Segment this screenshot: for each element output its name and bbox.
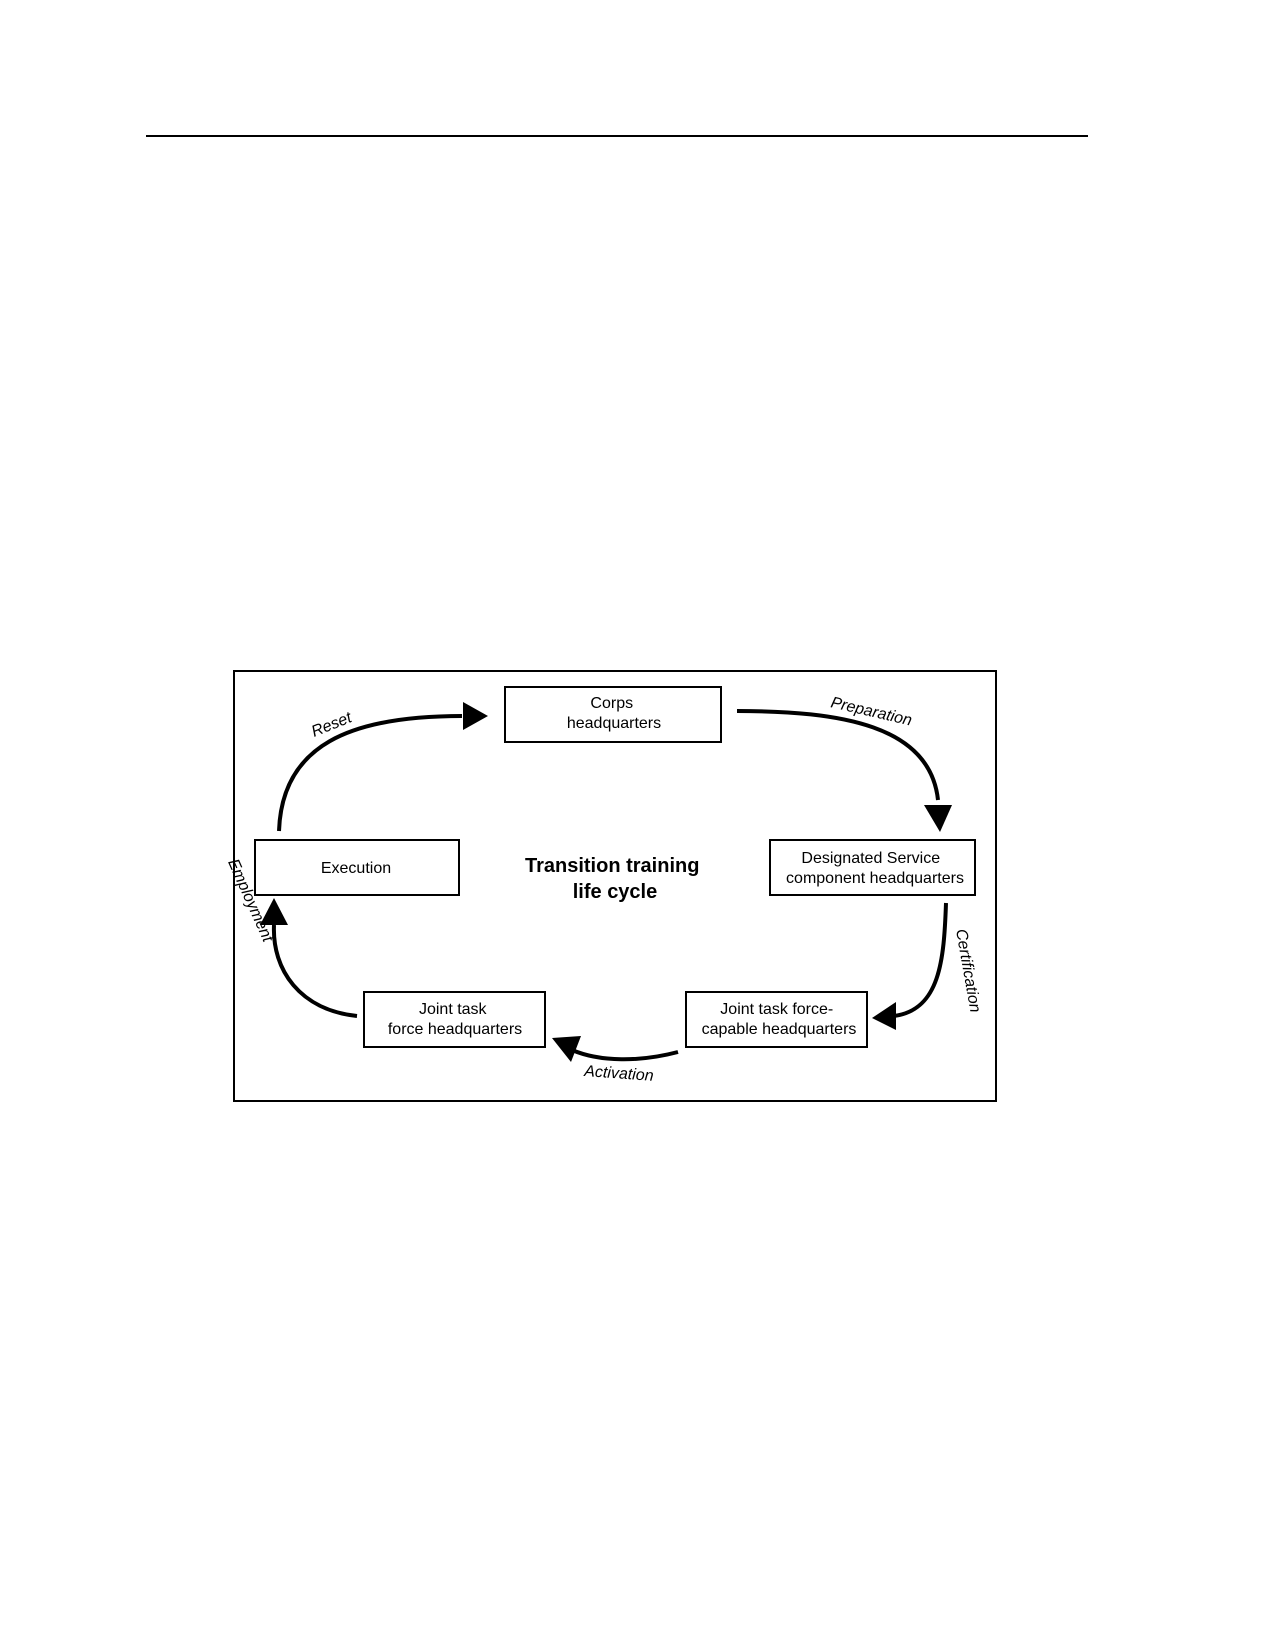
center-title-line-2: life cycle bbox=[573, 881, 658, 903]
svg-text:Designated Service compo: Designated Service component headquarter… bbox=[786, 850, 964, 887]
center-title: Transition training life cycle bbox=[525, 855, 705, 903]
arrow-activation bbox=[571, 1048, 679, 1062]
label-reset: Reset bbox=[309, 709, 355, 741]
center-title-line-1: Transition training bbox=[525, 855, 699, 877]
label-certification: Certification bbox=[952, 928, 983, 1014]
node-execution-label: Execution bbox=[321, 860, 391, 877]
node-capable-line-1: Joint task force- bbox=[720, 1001, 833, 1018]
svg-text:Joint task force- capabl: Joint task force- capable headquarters bbox=[702, 1001, 857, 1038]
arrowhead-certification bbox=[872, 1002, 896, 1030]
arrow-employment bbox=[271, 924, 358, 1018]
svg-text:Corps headquarters: Corps headquarters bbox=[567, 695, 661, 732]
page-header-rule bbox=[146, 135, 1088, 137]
node-designated-line-1: Designated Service bbox=[801, 850, 940, 867]
diagram-frame bbox=[233, 670, 997, 1102]
svg-text:Execution: Execution bbox=[321, 860, 391, 877]
node-jtf-headquarters: Joint task force headquarters bbox=[363, 991, 546, 1048]
arrowhead-reset bbox=[463, 702, 488, 730]
node-capable-line-2: capable headquarters bbox=[702, 1021, 857, 1038]
arrow-preparation bbox=[736, 709, 940, 801]
arrowhead-employment bbox=[260, 898, 288, 925]
label-activation: Activation bbox=[583, 1063, 654, 1085]
node-designated-line-2: component headquarters bbox=[786, 870, 964, 887]
node-jtf-line-1: Joint task bbox=[419, 1001, 488, 1018]
arrow-certification bbox=[893, 902, 948, 1018]
node-jtf-line-2: force headquarters bbox=[388, 1021, 522, 1038]
node-corps-line-1: Corps bbox=[590, 695, 633, 712]
node-corps-headquarters: Corps headquarters bbox=[504, 686, 722, 743]
node-execution: Execution bbox=[254, 839, 460, 896]
node-corps-line-2: headquarters bbox=[567, 715, 661, 732]
arrowhead-activation bbox=[552, 1036, 581, 1062]
node-designated-service-component-headquarters: Designated Service component headquarter… bbox=[769, 839, 976, 896]
node-jtf-capable-headquarters: Joint task force- capable headquarters bbox=[685, 991, 868, 1048]
svg-text:Joint task force headqua: Joint task force headquarters bbox=[388, 1001, 522, 1038]
arrowhead-preparation bbox=[924, 805, 952, 832]
arrow-reset bbox=[277, 714, 463, 832]
label-preparation: Preparation bbox=[829, 694, 914, 729]
